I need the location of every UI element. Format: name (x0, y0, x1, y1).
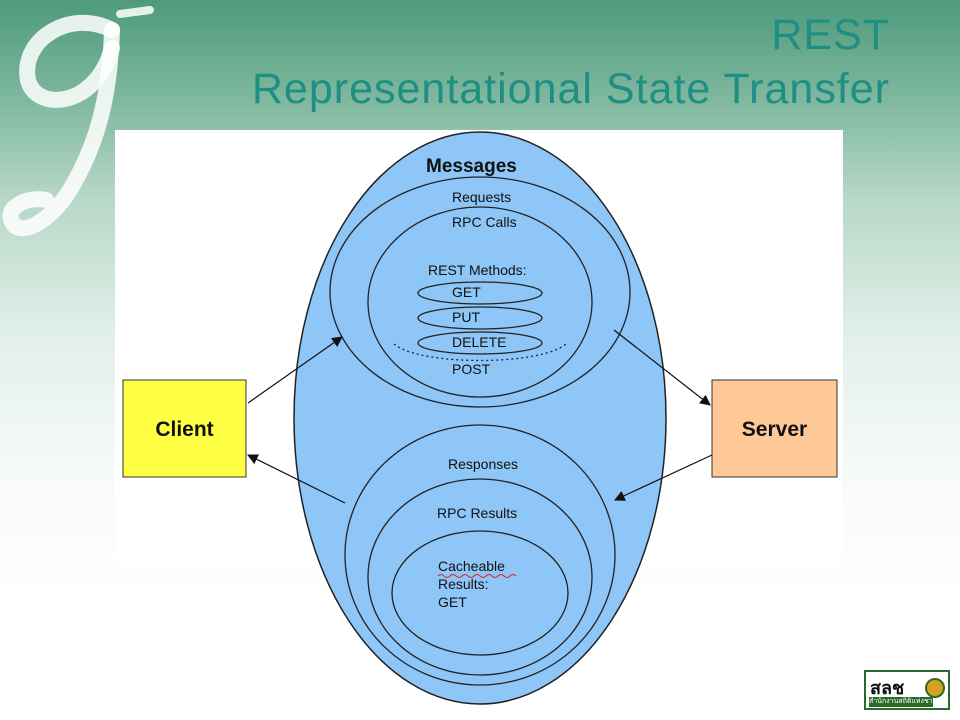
cacheable-ellipse (391, 530, 569, 656)
g-logo-icon (2, 6, 154, 237)
arrow-client-to-messages (247, 336, 343, 404)
requests-ellipse (329, 176, 631, 408)
server-box (711, 379, 838, 478)
method-get: GET (452, 284, 481, 300)
messages-label: Messages (426, 156, 517, 177)
messages-ellipse (293, 131, 667, 705)
server-label: Server (742, 418, 807, 441)
rest-methods-label: REST Methods: (428, 262, 527, 278)
rpc-results-ellipse (367, 478, 593, 676)
slide-title: REST Representational State Transfer (252, 8, 890, 116)
badge-title: สลช (870, 678, 905, 698)
arrow-responses-to-client (247, 454, 346, 504)
arrow-messages-to-server (613, 329, 711, 406)
title-line-representational: Representational State Transfer (251, 65, 890, 113)
method-delete: DELETE (452, 334, 506, 350)
delete-pill (417, 331, 543, 355)
org-logo-badge: สลช สำนักงานสถิติแห่งชาติ (864, 670, 950, 710)
responses-label: Responses (448, 456, 518, 472)
client-label: Client (155, 418, 213, 441)
emblem-icon (925, 678, 945, 698)
rpc-calls-ellipse (367, 206, 593, 398)
rpc-calls-label: RPC Calls (452, 214, 517, 230)
post-dotted-arc (393, 343, 567, 362)
method-post: POST (452, 361, 491, 377)
cacheable-label: Cacheable (438, 558, 505, 574)
put-pill (417, 306, 543, 330)
rpc-results-label: RPC Results (437, 505, 517, 521)
badge-subtitle: สำนักงานสถิติแห่งชาติ (869, 697, 933, 707)
results-label: Results: (438, 576, 489, 592)
title-line-rest: REST (771, 11, 890, 59)
responses-ellipse (344, 424, 616, 686)
cacheable-get-label: GET (438, 594, 467, 610)
client-box (122, 379, 247, 478)
method-put: PUT (452, 309, 480, 325)
get-pill (417, 281, 543, 305)
spellcheck-squiggle (437, 574, 517, 578)
requests-label: Requests (452, 189, 511, 205)
arrow-server-to-responses (614, 454, 713, 501)
